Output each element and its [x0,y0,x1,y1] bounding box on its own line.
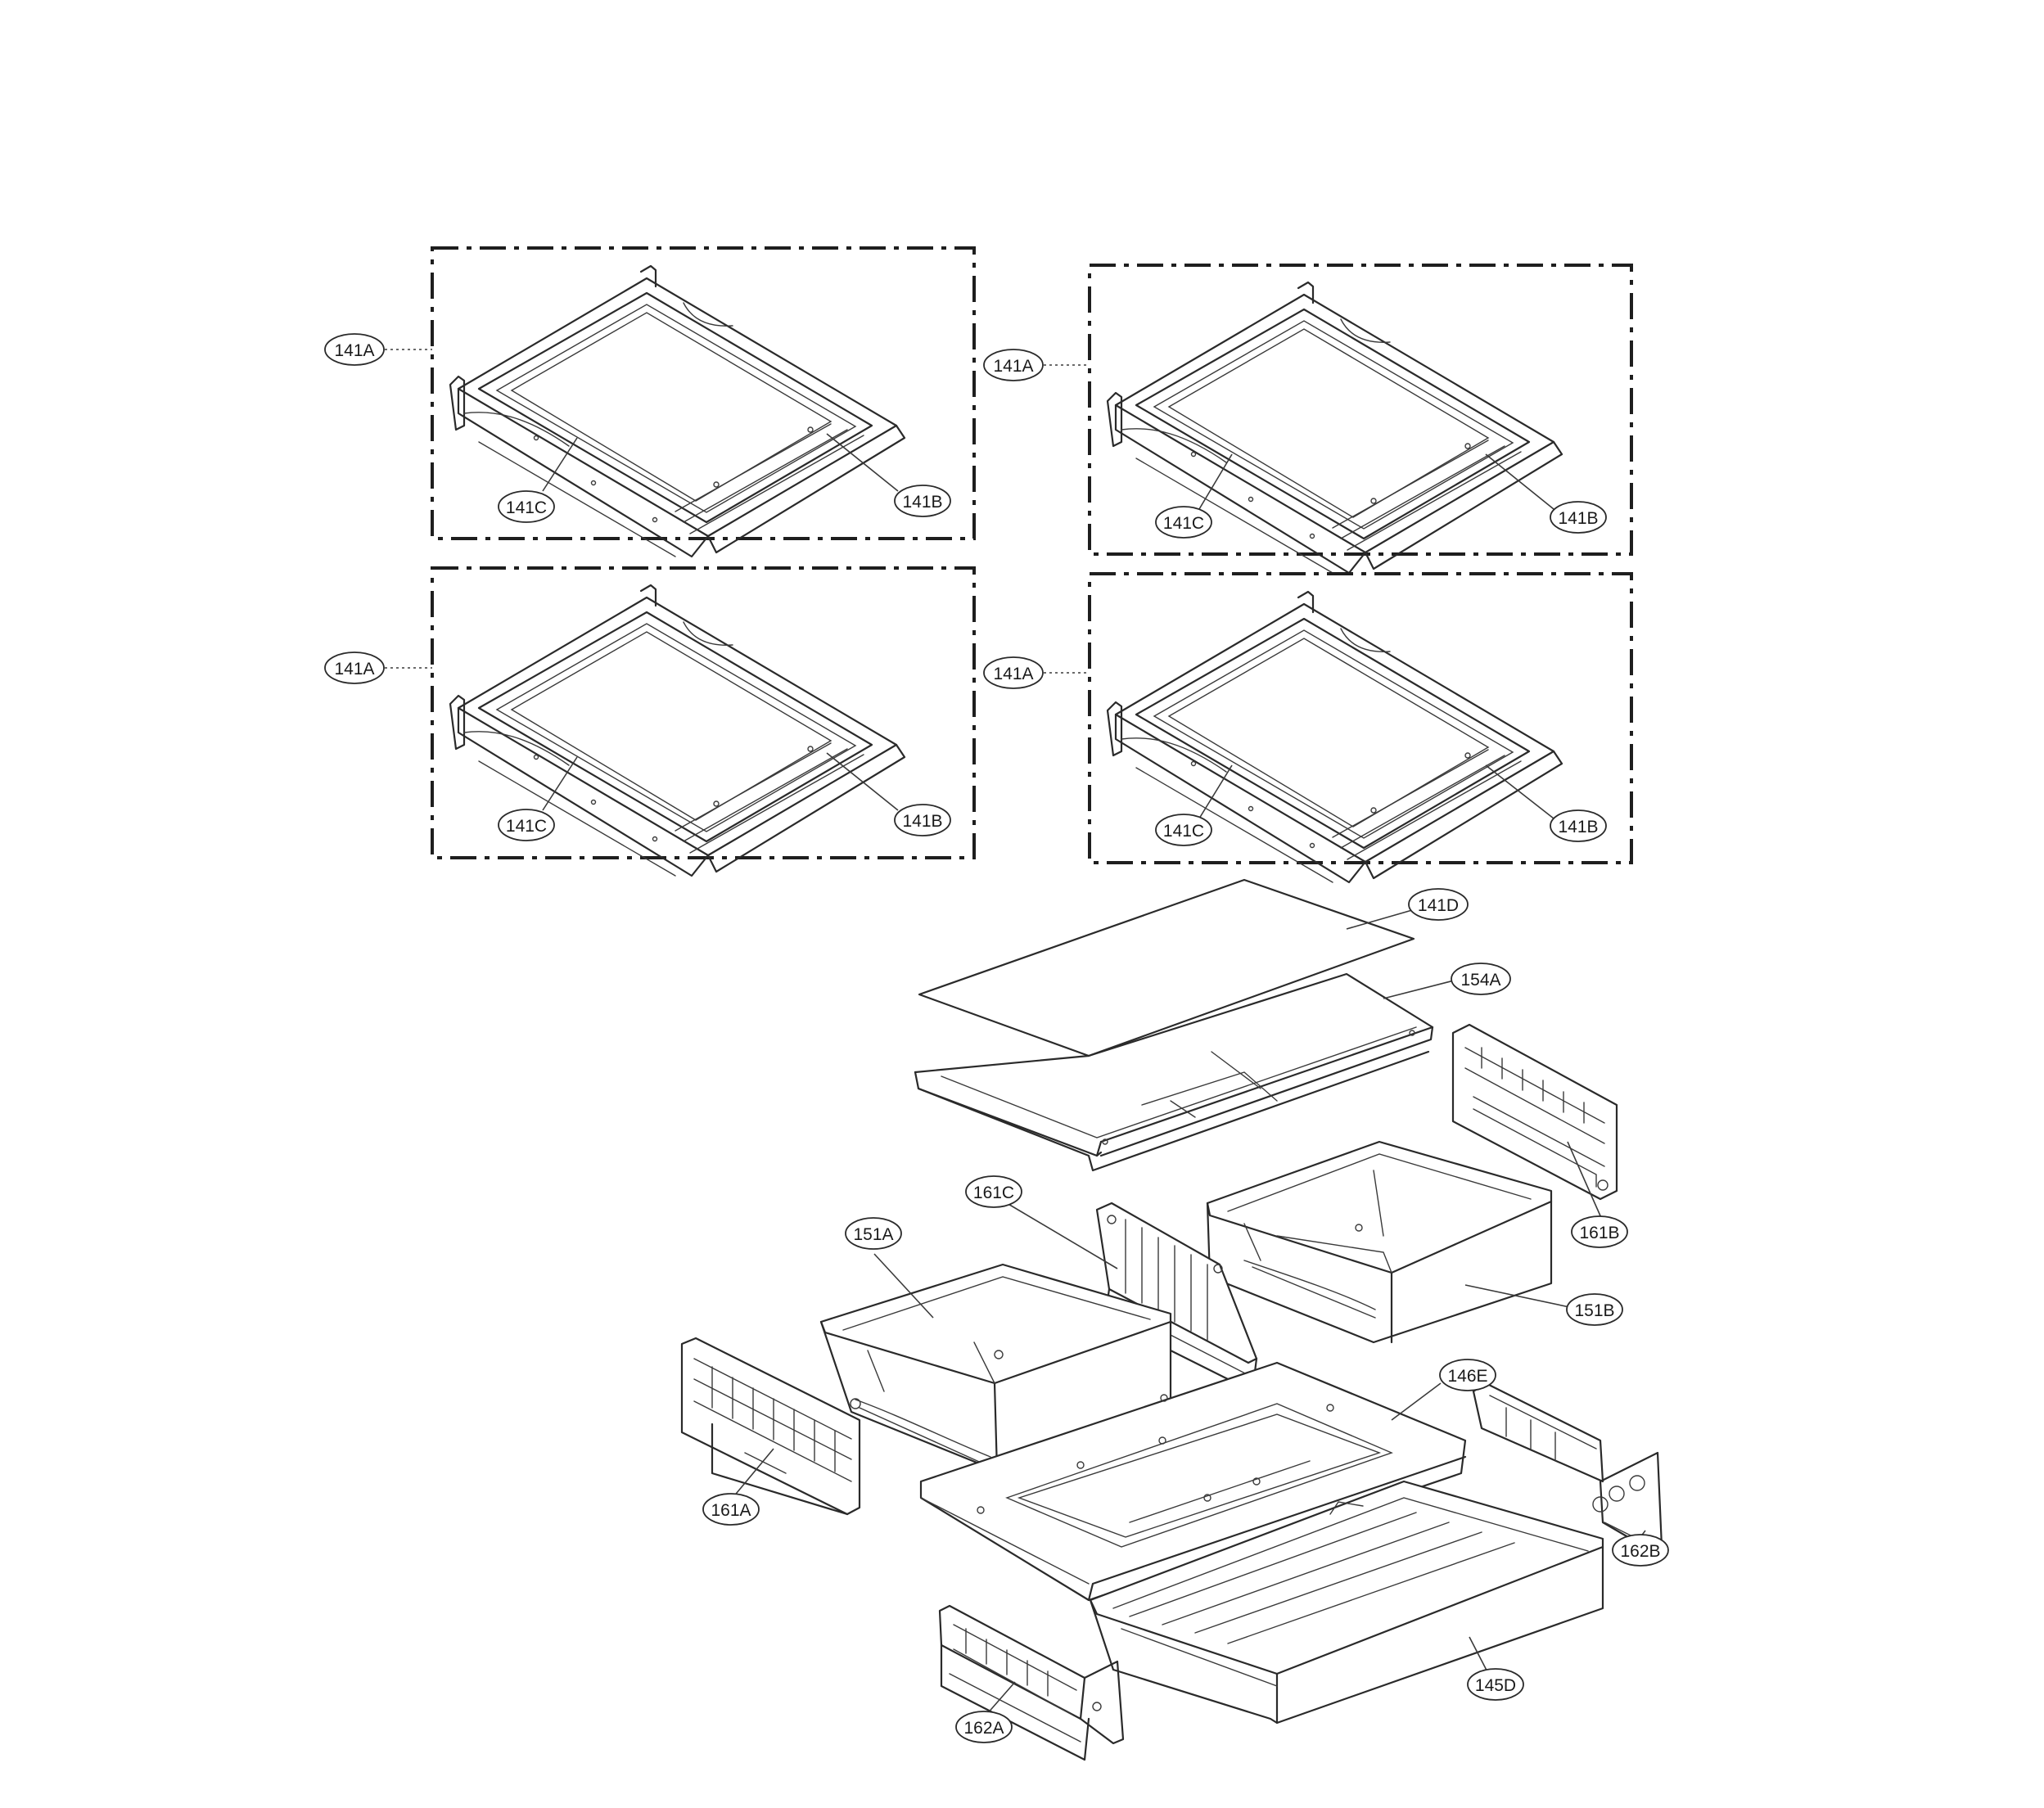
callout-141D: 141D [1418,896,1459,915]
glass-panel [918,878,1415,1057]
callout-145D: 145D [1475,1676,1516,1695]
callout-141B-4: 141B [1558,818,1598,836]
callout-141C-2: 141C [1163,514,1204,533]
callout-141B-3: 141B [902,812,942,831]
callout-161B: 161B [1579,1224,1619,1242]
callout-141A-4: 141A [993,665,1033,683]
callout-161C: 161C [973,1184,1014,1202]
shelf-group-box-4 [1088,572,1633,864]
callout-162B: 162B [1620,1542,1660,1561]
shelf-assembly-2 [1044,264,1633,575]
crisper-cover-frame [914,972,1458,1172]
callout-141A-2: 141A [993,357,1033,376]
callout-161A: 161A [711,1501,751,1520]
callout-141B-1: 141B [902,493,942,512]
shelf-assembly-1 [385,246,976,558]
shelf-assembly-4 [1044,572,1633,884]
callout-146E: 146E [1447,1367,1487,1386]
callout-141C-4: 141C [1163,822,1204,841]
callout-141C-3: 141C [506,817,547,836]
callout-141A-3: 141A [334,660,374,679]
callout-151B: 151B [1574,1301,1614,1320]
callout-141C-1: 141C [506,498,547,517]
callout-154A: 154A [1460,971,1500,990]
right-crisper-drawer [1206,1140,1574,1344]
callout-162A: 162A [963,1719,1004,1738]
shelf-group-box-1 [431,246,976,540]
callout-141A-1: 141A [334,341,374,360]
bottom-pan-drawer [1089,1480,1604,1725]
left-lower-rail [938,1604,1125,1761]
callout-labels: 141A 141C 141B 141A 141C 141B 141A 141C … [324,333,1669,1743]
callout-151A: 151A [853,1225,893,1244]
crisper-base-tray [919,1361,1467,1602]
left-side-rail [680,1337,861,1516]
callout-ring [324,333,385,366]
shelf-group-box-3 [431,566,976,859]
callout-141B-2: 141B [1558,509,1598,528]
shelf-assembly-3 [385,566,976,877]
right-side-rail [1451,1023,1618,1220]
shelf-group-box-2 [1088,264,1633,556]
